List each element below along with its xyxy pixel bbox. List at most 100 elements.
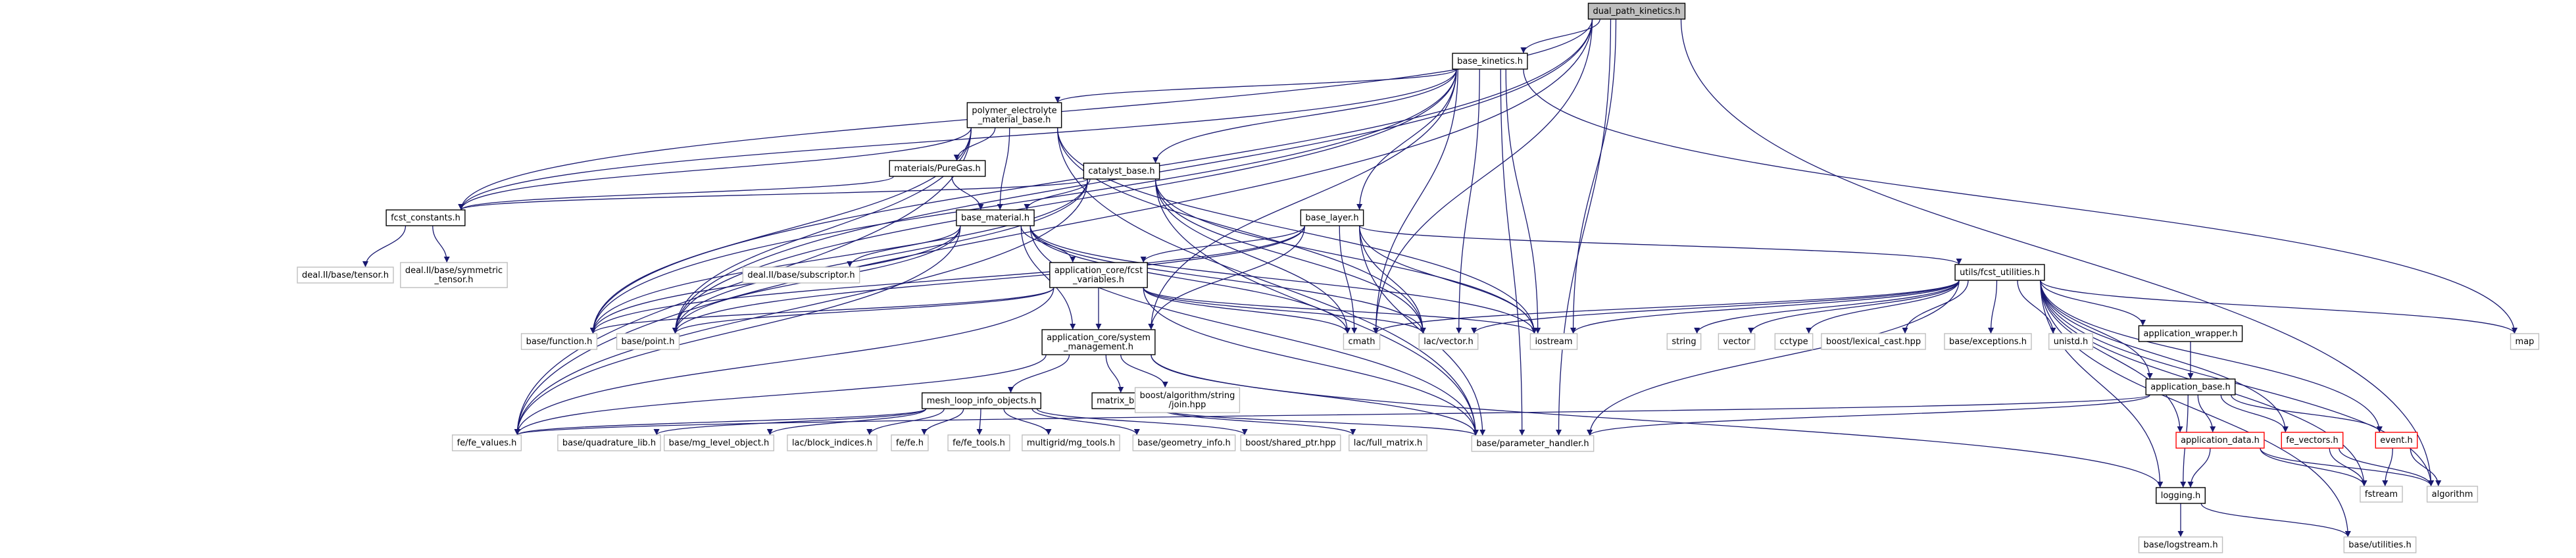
node-label: deal.II/base/subscriptor.h (747, 270, 855, 280)
node-label: cmath (1348, 337, 1375, 347)
edge-mesh-loop-info-objects-to-fe-fe (921, 408, 964, 436)
edge-catalyst-base-to-lac-vector (1154, 178, 1426, 334)
edge-base-material-to-iostream (1029, 225, 1537, 334)
node-catalyst-base[interactable]: catalyst_base.h (1083, 163, 1160, 180)
node-box (1418, 333, 1479, 350)
node-box (2156, 487, 2206, 504)
node-vector: vector (1718, 333, 1756, 350)
node-box (1529, 333, 1578, 350)
edge-fcst-utilities-to-vector (1748, 280, 1960, 334)
node-label: boost/lexical_cast.hpp (1826, 337, 1921, 347)
edge-mesh-loop-info-objects-to-geometry-info (1031, 408, 1140, 436)
node-logging[interactable]: logging.h (2156, 487, 2206, 504)
edge-fcst-utilities-to-cmath (1373, 280, 1960, 334)
node-box (616, 333, 680, 350)
node-box (2145, 378, 2236, 395)
node-label: base/quadrature_lib.h (562, 438, 656, 448)
node-box (1049, 262, 1148, 288)
node-label: _tensor.h (433, 275, 473, 285)
node-box (947, 434, 1010, 451)
edge-fcst-utilities-to-fe-vectors (2040, 280, 2289, 433)
edge-base-kinetics-to-map (1523, 68, 2518, 334)
node-application-wrapper[interactable]: application_wrapper.h (2138, 325, 2243, 342)
node-label: vector (1723, 337, 1750, 347)
node-box (1587, 3, 1686, 20)
node-label: fcst_constants.h (391, 213, 460, 223)
edge-fcst-variables-to-base-point (672, 287, 1054, 334)
node-pure-gas[interactable]: materials/PureGas.h (889, 160, 986, 177)
node-box (1349, 434, 1427, 451)
edge-catalyst-base-to-cmath (1154, 178, 1350, 334)
node-mg-level-object: base/mg_level_object.h (663, 434, 775, 451)
node-mesh-loop-info-objects[interactable]: mesh_loop_info_objects.h (922, 392, 1041, 409)
edge-base-layer-to-lac-vector (1358, 225, 1426, 334)
edge-catalyst-base-to-base-point (672, 178, 1089, 334)
node-label: base/mg_level_object.h (669, 438, 770, 448)
edge-dual-path-kinetics-to-base-parameter-handler (1555, 18, 1612, 436)
node-label: cctype (1779, 337, 1808, 347)
node-box (2048, 333, 2093, 350)
node-label: lac/full_matrix.h (1354, 438, 1422, 448)
node-fcst-utilities[interactable]: utils/fcst_utilities.h (1954, 264, 2045, 281)
edge-fcst-utilities-to-unistd (2017, 280, 2056, 334)
node-label: deal.II/base/symmetric (405, 266, 503, 276)
edge-pure-gas-to-fcst-constants (458, 176, 894, 211)
node-box (2360, 486, 2403, 503)
edge-polymer-electrolyte-to-lac-vector (1056, 127, 1426, 334)
node-box (742, 266, 860, 284)
node-fcst-constants[interactable]: fcst_constants.h (385, 209, 466, 226)
edge-base-kinetics-to-cmath (1373, 68, 1458, 334)
edge-application-base-to-fe-vectors (2220, 394, 2289, 433)
node-dual-path-kinetics[interactable]: dual_path_kinetics.h (1587, 3, 1686, 20)
edge-fcst-utilities-to-application-wrapper (2040, 280, 2146, 326)
edge-fcst-utilities-to-lac-vector (1471, 280, 1960, 334)
node-fcst-variables[interactable]: application_core/fcst_variables.h (1049, 262, 1148, 288)
node-label: fe/fe_values.h (457, 438, 517, 448)
node-polymer-electrolyte[interactable]: polymer_electrolyte_material_base.h (966, 102, 1062, 128)
edge-fcst-utilities-to-string (1694, 280, 1960, 334)
node-label: mesh_loop_info_objects.h (927, 396, 1037, 406)
node-box (400, 262, 508, 288)
node-box (1300, 209, 1364, 226)
edge-system-management-to-logging (1151, 354, 2164, 488)
edge-catalyst-base-to-iostream (1154, 178, 1537, 334)
node-block-indices: lac/block_indices.h (787, 434, 878, 451)
edge-base-layer-to-base-function (589, 225, 1306, 334)
node-box (2343, 536, 2417, 553)
node-base-layer[interactable]: base_layer.h (1300, 209, 1364, 226)
edge-fcst-variables-to-base-function (590, 287, 1054, 334)
edge-polymer-electrolyte-to-pure-gas (953, 127, 996, 161)
edge-base-kinetics-to-iostream (1505, 68, 1541, 334)
node-box (2138, 536, 2223, 553)
edge-dual-path-kinetics-to-fe-values (514, 18, 1593, 436)
node-box (2375, 432, 2418, 449)
edge-fcst-utilities-to-application-data (2040, 280, 2183, 433)
edge-catalyst-base-to-fcst-constants (458, 178, 1089, 211)
node-box (1134, 387, 1241, 413)
edge-application-base-to-event (2231, 394, 2383, 433)
node-base-material[interactable]: base_material.h (956, 209, 1035, 226)
edge-fcst-variables-to-fe-values (514, 287, 1054, 436)
node-fe-fe: fe/fe.h (891, 434, 929, 451)
edge-polymer-electrolyte-to-fcst-constants (458, 127, 972, 211)
node-fe-vectors[interactable]: fe_vectors.h (2281, 432, 2344, 449)
node-lexical-cast: boost/lexical_cast.hpp (1821, 333, 1926, 350)
node-event[interactable]: event.h (2375, 432, 2418, 449)
node-base-point: base/point.h (616, 333, 680, 350)
node-label: catalyst_base.h (1088, 166, 1154, 176)
edge-fcst-variables-to-iostream (1143, 287, 1537, 334)
node-system-management[interactable]: application_core/system_management.h (1041, 329, 1156, 355)
node-box (1944, 333, 2032, 350)
node-application-base[interactable]: application_base.h (2145, 378, 2236, 395)
node-label: base_material.h (961, 213, 1029, 223)
node-label: map (2515, 337, 2535, 347)
edge-dual-path-kinetics-to-algorithm (1680, 18, 2435, 487)
node-logstream: base/logstream.h (2138, 536, 2223, 553)
node-application-data[interactable]: application_data.h (2175, 432, 2265, 449)
edge-base-kinetics-to-base-function (589, 68, 1457, 334)
node-label: boost/shared_ptr.hpp (1245, 438, 1336, 448)
node-geometry-info: base/geometry_info.h (1132, 434, 1236, 451)
node-box (663, 434, 775, 451)
edge-base-kinetics-to-catalyst-base (1152, 68, 1457, 164)
node-base-kinetics[interactable]: base_kinetics.h (1452, 53, 1528, 70)
